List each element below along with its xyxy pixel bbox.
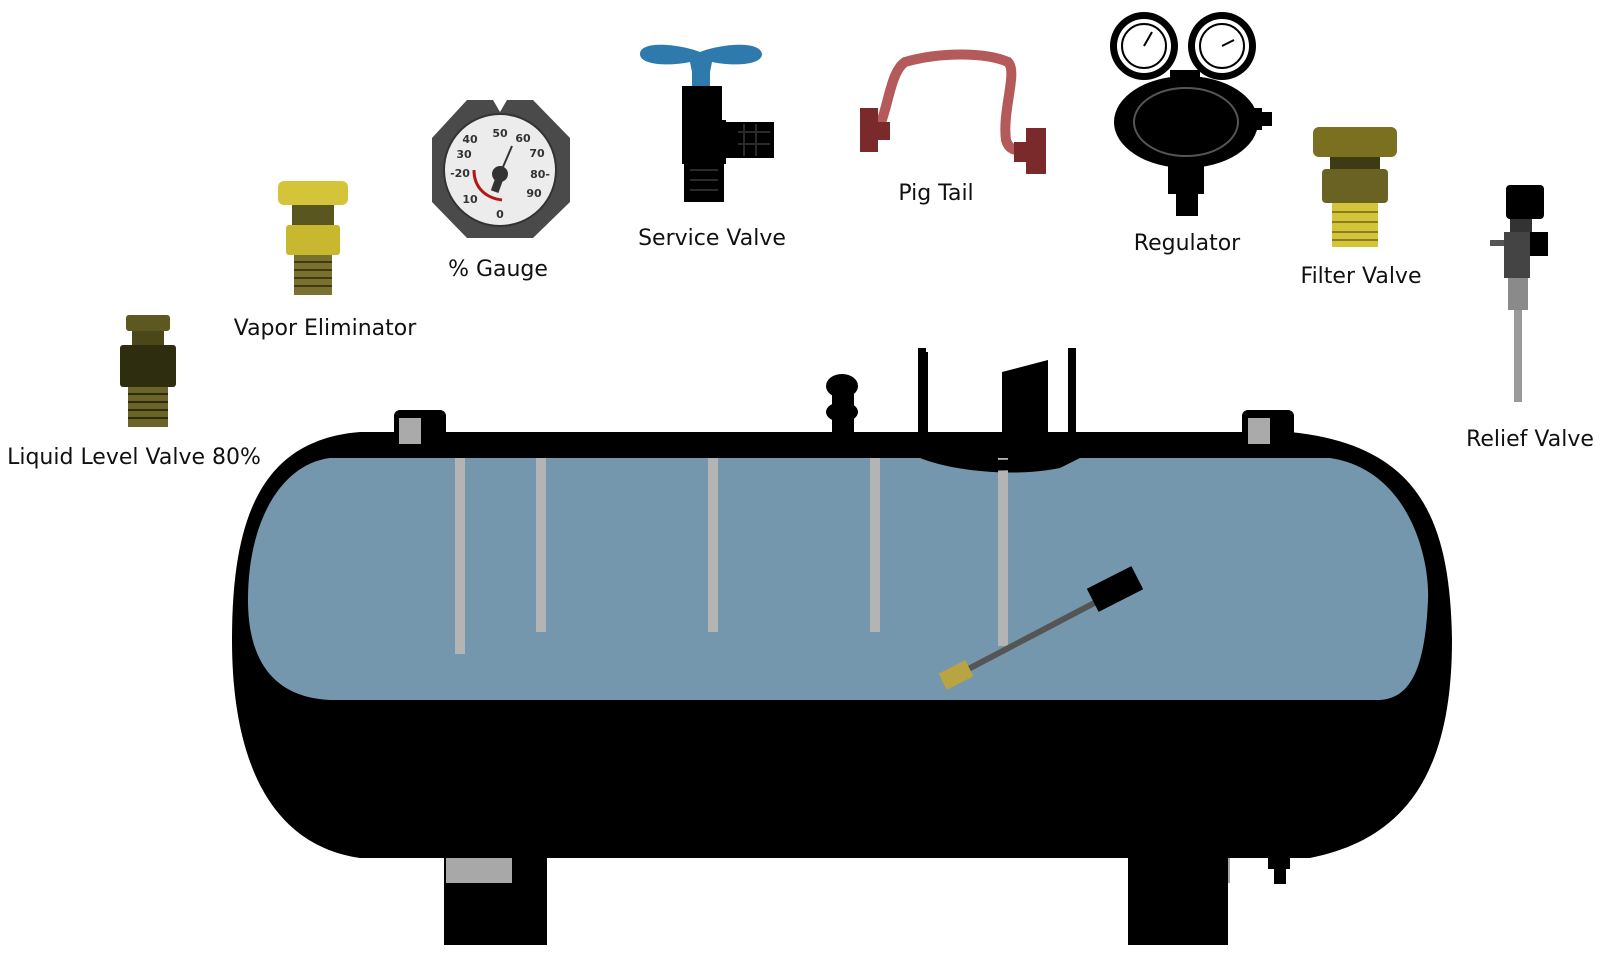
tank-top-fitting-left: [394, 410, 446, 444]
service-valve-label: Service Valve: [638, 226, 786, 251]
relief-valve-label: Relief Valve: [1466, 427, 1594, 452]
tank-top-valve: [826, 374, 858, 440]
dip-tube-1: [455, 458, 465, 654]
regulator: Regulator: [1110, 12, 1272, 256]
relief-valve-icon: [1490, 185, 1548, 402]
vapor-eliminator: Vapor Eliminator: [234, 181, 417, 341]
liquid-level-valve: Liquid Level Valve 80%: [7, 315, 261, 470]
gauge-tick-20: -20: [450, 167, 470, 180]
gauge-tick-70: 70: [529, 147, 545, 160]
relief-valve: Relief Valve: [1466, 185, 1594, 452]
filter-valve-icon: [1313, 127, 1397, 247]
filter-valve-label: Filter Valve: [1301, 264, 1422, 289]
pigtail-hose-icon: [860, 49, 1046, 174]
tank-dome-cover: [905, 348, 1085, 471]
tank-top-fitting-right: [1242, 410, 1294, 444]
dip-tube-2: [536, 458, 546, 632]
brass-fitting-icon: [120, 315, 176, 427]
gauge-tick-40: 40: [462, 133, 478, 146]
dip-tube-5: [998, 458, 1008, 646]
drain-plug: [1268, 855, 1290, 884]
regulator-label: Regulator: [1134, 231, 1241, 256]
pig-tail-label: Pig Tail: [898, 181, 973, 206]
service-valve: Service Valve: [638, 44, 786, 251]
float-arm: [938, 566, 1144, 690]
gauge-tick-30: 30: [456, 148, 472, 161]
percent-gauge-icon: 40 50 60 30 70 -20 80- 10 90 0: [432, 100, 570, 238]
dip-tube-4: [870, 458, 880, 632]
vapor-eliminator-icon: [278, 181, 348, 295]
gauge-tick-60: 60: [515, 132, 531, 145]
percent-gauge: 40 50 60 30 70 -20 80- 10 90 0 % Gauge: [432, 100, 570, 282]
liquid-level-valve-label: Liquid Level Valve 80%: [7, 445, 261, 470]
tank-liquid: [248, 458, 1429, 700]
gauge-tick-80: 80-: [530, 168, 550, 181]
propane-tank: [232, 348, 1452, 945]
dip-tube-3: [708, 458, 718, 632]
gauge-tick-0: 0: [496, 208, 504, 221]
pig-tail: Pig Tail: [860, 49, 1046, 206]
filter-valve: Filter Valve: [1301, 127, 1422, 289]
service-valve-icon: [640, 44, 774, 202]
percent-gauge-label: % Gauge: [448, 257, 548, 282]
gauge-tick-90: 90: [526, 187, 542, 200]
vapor-eliminator-label: Vapor Eliminator: [234, 316, 417, 341]
gauge-tick-50: 50: [492, 127, 508, 140]
regulator-icon: [1110, 12, 1272, 216]
gauge-tick-10: 10: [462, 193, 478, 206]
